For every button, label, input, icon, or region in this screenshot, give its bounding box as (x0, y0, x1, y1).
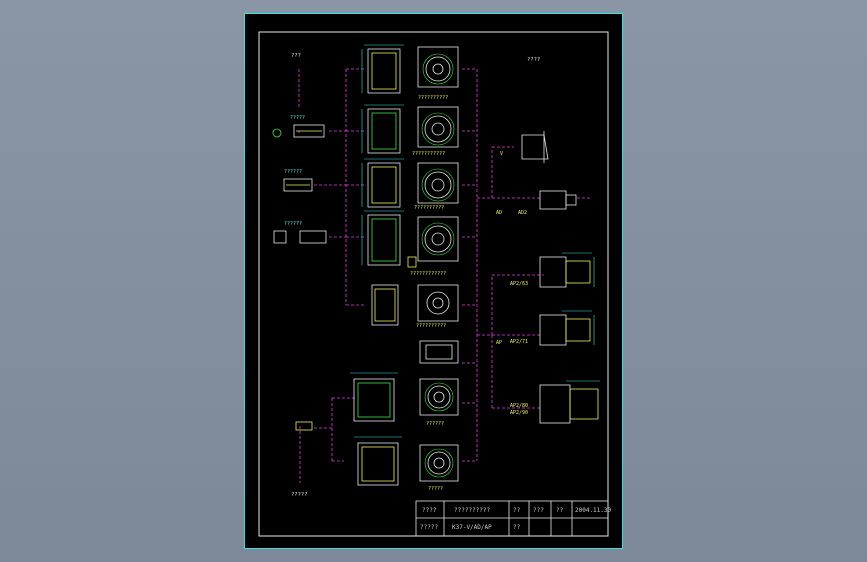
tb-r1c4: ??? (533, 507, 544, 514)
output-flanges (521, 131, 599, 424)
code-ap4: AP2/90 (510, 410, 528, 416)
tb-r1c2: ?????????? (454, 507, 491, 514)
inner-frame (258, 31, 609, 537)
tb-r2c1: ????? (420, 524, 438, 531)
view-caption: ?????????? (416, 323, 446, 329)
small-left-label: ????? (290, 115, 305, 121)
view-caption: ??????????? (412, 151, 445, 157)
mount-label-2: ?????? (284, 221, 302, 227)
code-ad: AD (496, 210, 502, 216)
view-caption: ?????? (426, 421, 444, 427)
code-ap2: AP2/71 (510, 339, 528, 345)
view-caption: ?????????? (418, 95, 448, 101)
mount-label-1: ?????? (284, 169, 302, 175)
view-caption: ?????????? (414, 205, 444, 211)
tb-r1c6: 2004.11.30 (575, 507, 612, 514)
flange-dimensions (562, 252, 600, 382)
tb-r1c3: ?? (513, 507, 521, 514)
tb-r1c5: ?? (556, 507, 564, 514)
connector-lines (298, 68, 592, 483)
code-ap: AP (496, 340, 502, 346)
mounting-parts (272, 124, 417, 431)
view-caption: ????? (428, 486, 443, 492)
code-ad2: AD2 (518, 210, 527, 216)
end-view-accents (421, 53, 455, 478)
bottom-left-label: ????? (291, 492, 308, 498)
drawing-sheet: ??? ???? ????? ????? ?????? ?????? ?????… (244, 13, 623, 549)
gearbox-side-views (353, 48, 401, 486)
title-block (415, 500, 609, 537)
tb-r2c2: K37-V/AD/AP (452, 524, 492, 531)
cad-drawing: ??? ???? ????? ????? ?????? ?????? ?????… (244, 13, 623, 549)
code-v: V (500, 151, 503, 157)
tb-r2c3: ?? (513, 524, 521, 531)
code-ap1: AP2/63 (510, 281, 528, 287)
top-right-label: ???? (527, 57, 540, 63)
code-ap3: AP2/80 (510, 403, 528, 409)
dimension-lines-a (350, 44, 404, 438)
tb-r1c1: ???? (422, 507, 437, 514)
view-caption: ???????????? (410, 271, 446, 277)
outer-frame (244, 13, 623, 549)
top-left-label: ??? (291, 53, 301, 59)
gearbox-end-views (417, 46, 459, 482)
